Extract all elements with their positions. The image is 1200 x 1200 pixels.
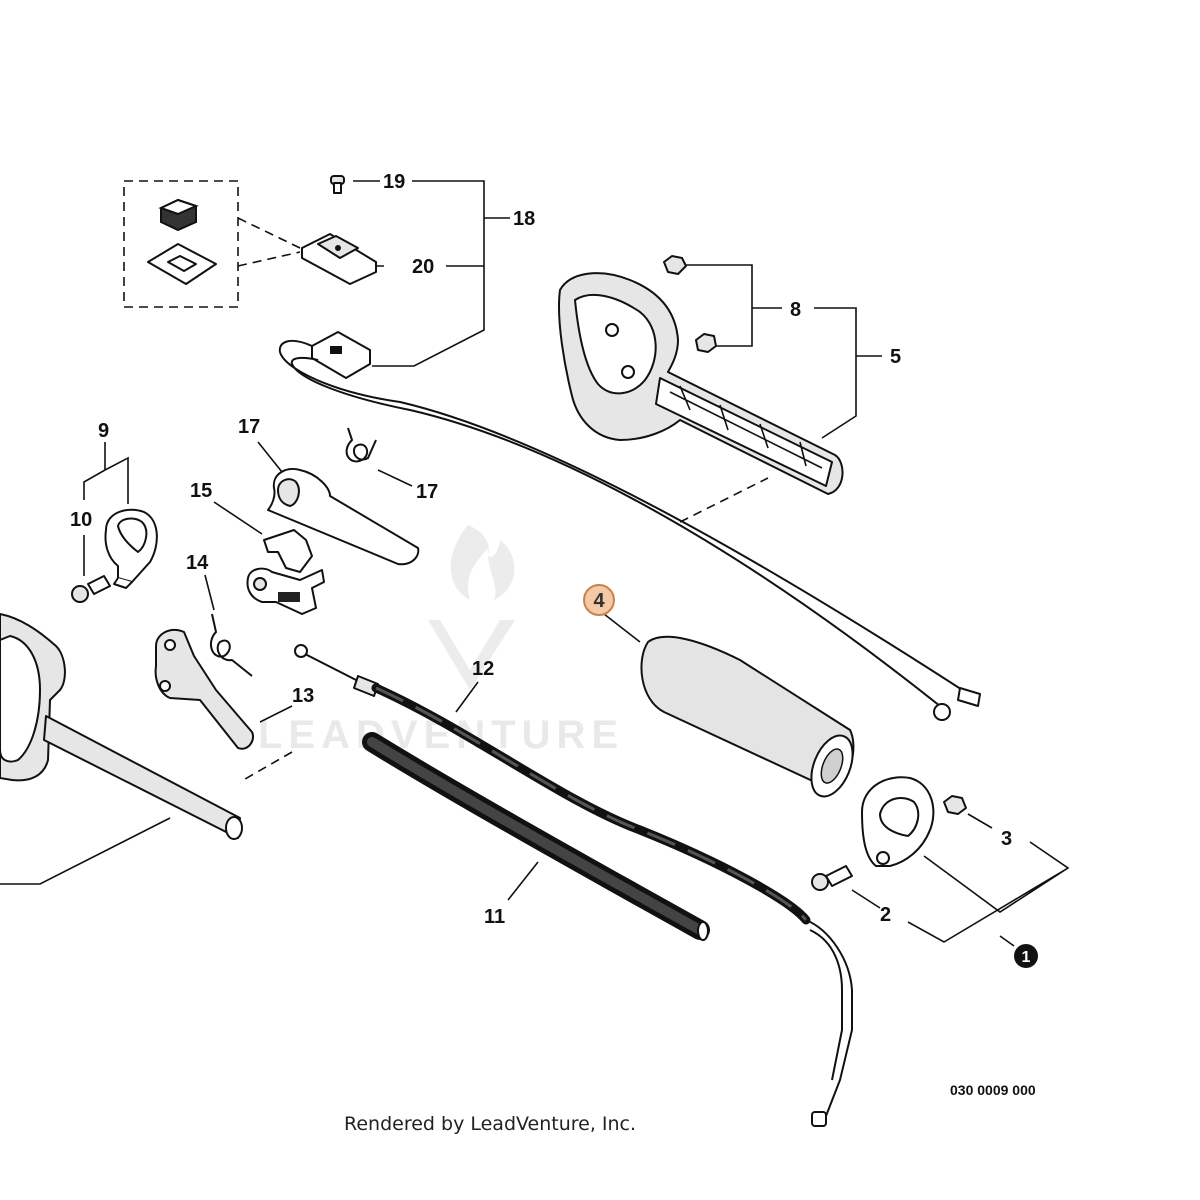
callouts: 19 18 20 8 5 9 17 17 15 10 14 12 13 3 2 … <box>70 171 1012 928</box>
callout-19[interactable]: 19 <box>383 171 405 193</box>
callout-15[interactable]: 15 <box>190 480 212 502</box>
callout-18[interactable]: 18 <box>513 208 535 230</box>
lockout-15 <box>246 529 325 615</box>
callout-1-assembly[interactable]: 1 <box>1014 944 1038 968</box>
callout-16[interactable]: 17 <box>238 416 260 438</box>
callout-12[interactable]: 12 <box>472 658 494 680</box>
throttle-housing <box>0 613 243 840</box>
spring-14 <box>209 613 253 677</box>
clamp-1 <box>861 776 935 867</box>
callout-2[interactable]: 2 <box>880 904 891 926</box>
tube-11 <box>362 732 710 941</box>
callout-14[interactable]: 14 <box>186 552 209 574</box>
grip-4 <box>640 635 855 798</box>
switch-18 <box>278 331 981 721</box>
plate-20 <box>301 233 377 285</box>
callout-11[interactable]: 11 <box>484 906 505 928</box>
callout-17[interactable]: 17 <box>416 481 438 503</box>
spring-17 <box>345 427 377 463</box>
nut-3 <box>943 795 967 815</box>
trigger-16 <box>267 468 420 566</box>
callout-13[interactable]: 13 <box>292 685 314 707</box>
callout-9[interactable]: 9 <box>98 420 109 442</box>
inset-box <box>123 180 301 308</box>
callout-4[interactable]: 4 <box>593 590 605 612</box>
throttle-lever-13 <box>154 628 254 750</box>
screw-2 <box>811 865 853 891</box>
callout-8[interactable]: 8 <box>790 299 801 321</box>
callout-1[interactable]: 1 <box>1022 949 1031 966</box>
clamp-9 <box>104 508 158 589</box>
nut-8-top <box>663 255 687 275</box>
callout-20[interactable]: 20 <box>412 256 434 278</box>
screw-10 <box>71 575 111 603</box>
leadventure-watermark: LEADVENTURE <box>258 525 618 757</box>
callout-10[interactable]: 10 <box>70 509 92 531</box>
render-credit: Rendered by LeadVenture, Inc. <box>344 1113 636 1135</box>
callout-4-highlighted[interactable]: 4 <box>583 584 615 616</box>
handle-housing-5 <box>558 272 844 495</box>
throttle-cable-12 <box>294 644 853 1127</box>
leader-lines <box>0 180 1070 947</box>
screw-19 <box>330 175 345 194</box>
nut-8-bottom <box>695 333 717 353</box>
callout-5[interactable]: 5 <box>890 346 901 368</box>
callout-3[interactable]: 3 <box>1001 828 1012 850</box>
drawing-number: 030 0009 000 <box>950 1082 1036 1098</box>
